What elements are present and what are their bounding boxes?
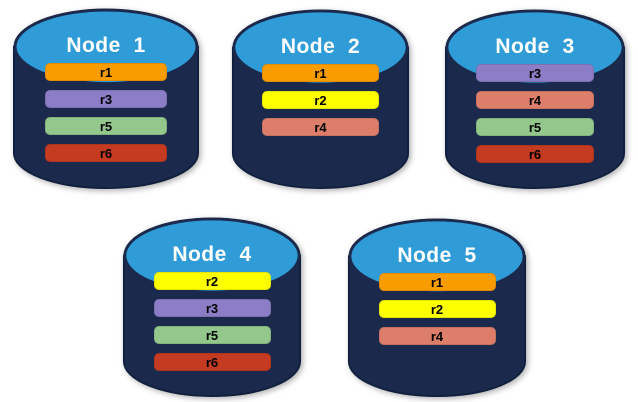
- replica-label: r4: [314, 119, 327, 135]
- replica-bar: r4: [378, 327, 496, 345]
- replica-label: r3: [205, 300, 219, 316]
- replica-label: r1: [430, 274, 444, 290]
- cylinder-body: [347, 255, 527, 398]
- replica-bar: r5: [475, 118, 595, 136]
- node-title: Node 5: [397, 244, 477, 267]
- db-node-2: Node 2 r1 r2 r4: [231, 6, 410, 190]
- replica-label: r1: [314, 65, 327, 81]
- node-title: Node 3: [495, 35, 575, 58]
- replica-bar: r1: [44, 63, 168, 81]
- replica-bar: r3: [475, 64, 595, 82]
- replica-list: r2 r3 r5 r6: [122, 272, 302, 371]
- replica-list: r3 r4 r5 r6: [444, 64, 626, 163]
- replica-list: r1 r3 r5 r6: [12, 63, 200, 162]
- replica-label: r5: [99, 118, 113, 134]
- replica-label: r5: [205, 327, 219, 343]
- replica-bar: r3: [153, 299, 271, 317]
- replica-label: r3: [528, 65, 542, 81]
- replica-bar: r4: [475, 91, 595, 109]
- replica-label: r1: [99, 64, 113, 80]
- replica-label: r5: [528, 119, 542, 135]
- cylinder-body: [231, 46, 410, 190]
- replica-bar: r1: [262, 64, 379, 82]
- replica-bar: r5: [153, 326, 271, 344]
- db-node-5: Node 5 r1 r2 r4: [347, 215, 527, 398]
- replica-list: r1 r2 r4: [231, 64, 410, 136]
- replica-label: r6: [99, 145, 113, 161]
- replica-bar: r2: [262, 91, 379, 109]
- replica-bar: r2: [378, 300, 496, 318]
- replica-label: r2: [314, 92, 327, 108]
- replica-bar: r6: [153, 353, 271, 371]
- replica-bar: r6: [475, 145, 595, 163]
- db-node-3: Node 3 r3 r4 r5 r6: [444, 6, 626, 190]
- replica-bar: r6: [44, 144, 168, 162]
- db-node-4: Node 4 r2 r3 r5 r6: [122, 214, 302, 398]
- replica-label: r4: [528, 92, 542, 108]
- replica-label: r3: [99, 91, 113, 107]
- node-title: Node 2: [280, 35, 361, 58]
- db-node-1: Node 1 r1 r3 r5 r6: [12, 5, 200, 190]
- replica-label: r6: [205, 354, 219, 370]
- replica-label: r2: [205, 273, 219, 289]
- node-title: Node 1: [66, 34, 146, 57]
- replica-bar: r1: [378, 273, 496, 291]
- replica-bar: r2: [153, 272, 271, 290]
- replica-bar: r5: [44, 117, 168, 135]
- replica-label: r6: [528, 146, 542, 162]
- replica-bar: r3: [44, 90, 168, 108]
- node-title: Node 4: [172, 243, 252, 266]
- replica-label: r4: [430, 328, 444, 344]
- replica-bar: r4: [262, 118, 379, 136]
- replica-list: r1 r2 r4: [347, 273, 527, 345]
- replica-label: r2: [430, 301, 444, 317]
